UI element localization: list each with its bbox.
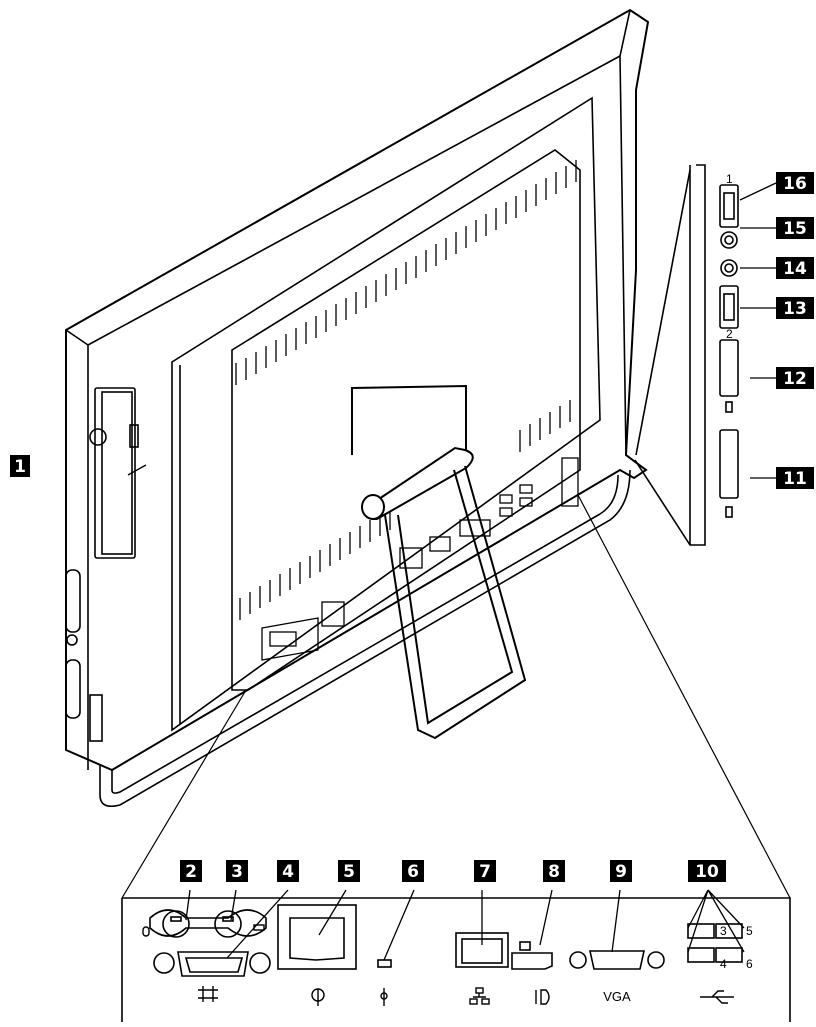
port-icons [142, 924, 734, 1006]
displayport-port [511, 941, 553, 970]
usb3-ports [687, 923, 743, 963]
keyboard-icon [253, 924, 265, 931]
usb3-port-6-label: 6 [746, 957, 753, 971]
callout-1: 1 [14, 457, 26, 477]
power-connector [277, 904, 357, 970]
callout-6: 6 [407, 862, 419, 882]
port-panel-zoom [121, 182, 791, 1022]
vga-port [569, 950, 665, 970]
callout-7: 7 [479, 862, 491, 882]
usb3-port-3-label: 3 [720, 924, 727, 938]
serial-icon [198, 986, 218, 1002]
usb-ss-icon [700, 990, 734, 1004]
callout-14: 14 [783, 259, 807, 279]
monitor-body [65, 8, 650, 808]
callout-5: 5 [343, 862, 355, 882]
serial-port [153, 951, 271, 977]
mouse-icon [142, 926, 150, 937]
security-icon [380, 988, 388, 1006]
ps2-ports [149, 909, 267, 938]
callout-13: 13 [783, 299, 807, 319]
power-icon [311, 988, 325, 1006]
callout-16: 16 [783, 174, 807, 194]
side-usb-1-label: 1 [726, 172, 733, 186]
zoom-guide-lines [121, 494, 791, 899]
callout-badges: 1 2 3 4 5 6 7 8 9 10 11 12 13 14 15 16 [10, 172, 814, 882]
side-buttons [65, 569, 103, 742]
callout-15: 15 [783, 219, 807, 239]
callout-3: 3 [231, 862, 243, 882]
security-slot [377, 959, 392, 968]
usb3-port-5-label: 5 [746, 924, 753, 938]
callout-11: 11 [783, 469, 807, 489]
stand [351, 384, 527, 740]
callout-10: 10 [695, 862, 719, 882]
rear-ports-small [261, 457, 579, 661]
callout-12: 12 [783, 369, 807, 389]
port-labels: VGA 3 4 5 6 1 2 [603, 172, 753, 1004]
callout-leaders [127, 182, 777, 961]
vent-grille-top [235, 160, 577, 385]
vga-label: VGA [603, 989, 631, 1004]
side-panel [634, 164, 739, 546]
callout-9: 9 [615, 862, 627, 882]
displayport-icon [535, 989, 550, 1005]
network-icon [469, 987, 490, 1005]
callout-2: 2 [185, 862, 197, 882]
side-usb-2-label: 2 [726, 327, 733, 341]
usb3-port-4-label: 4 [720, 957, 727, 971]
callout-8: 8 [548, 862, 560, 882]
vent-grille-bottom [239, 400, 571, 620]
callout-4: 4 [282, 862, 294, 882]
